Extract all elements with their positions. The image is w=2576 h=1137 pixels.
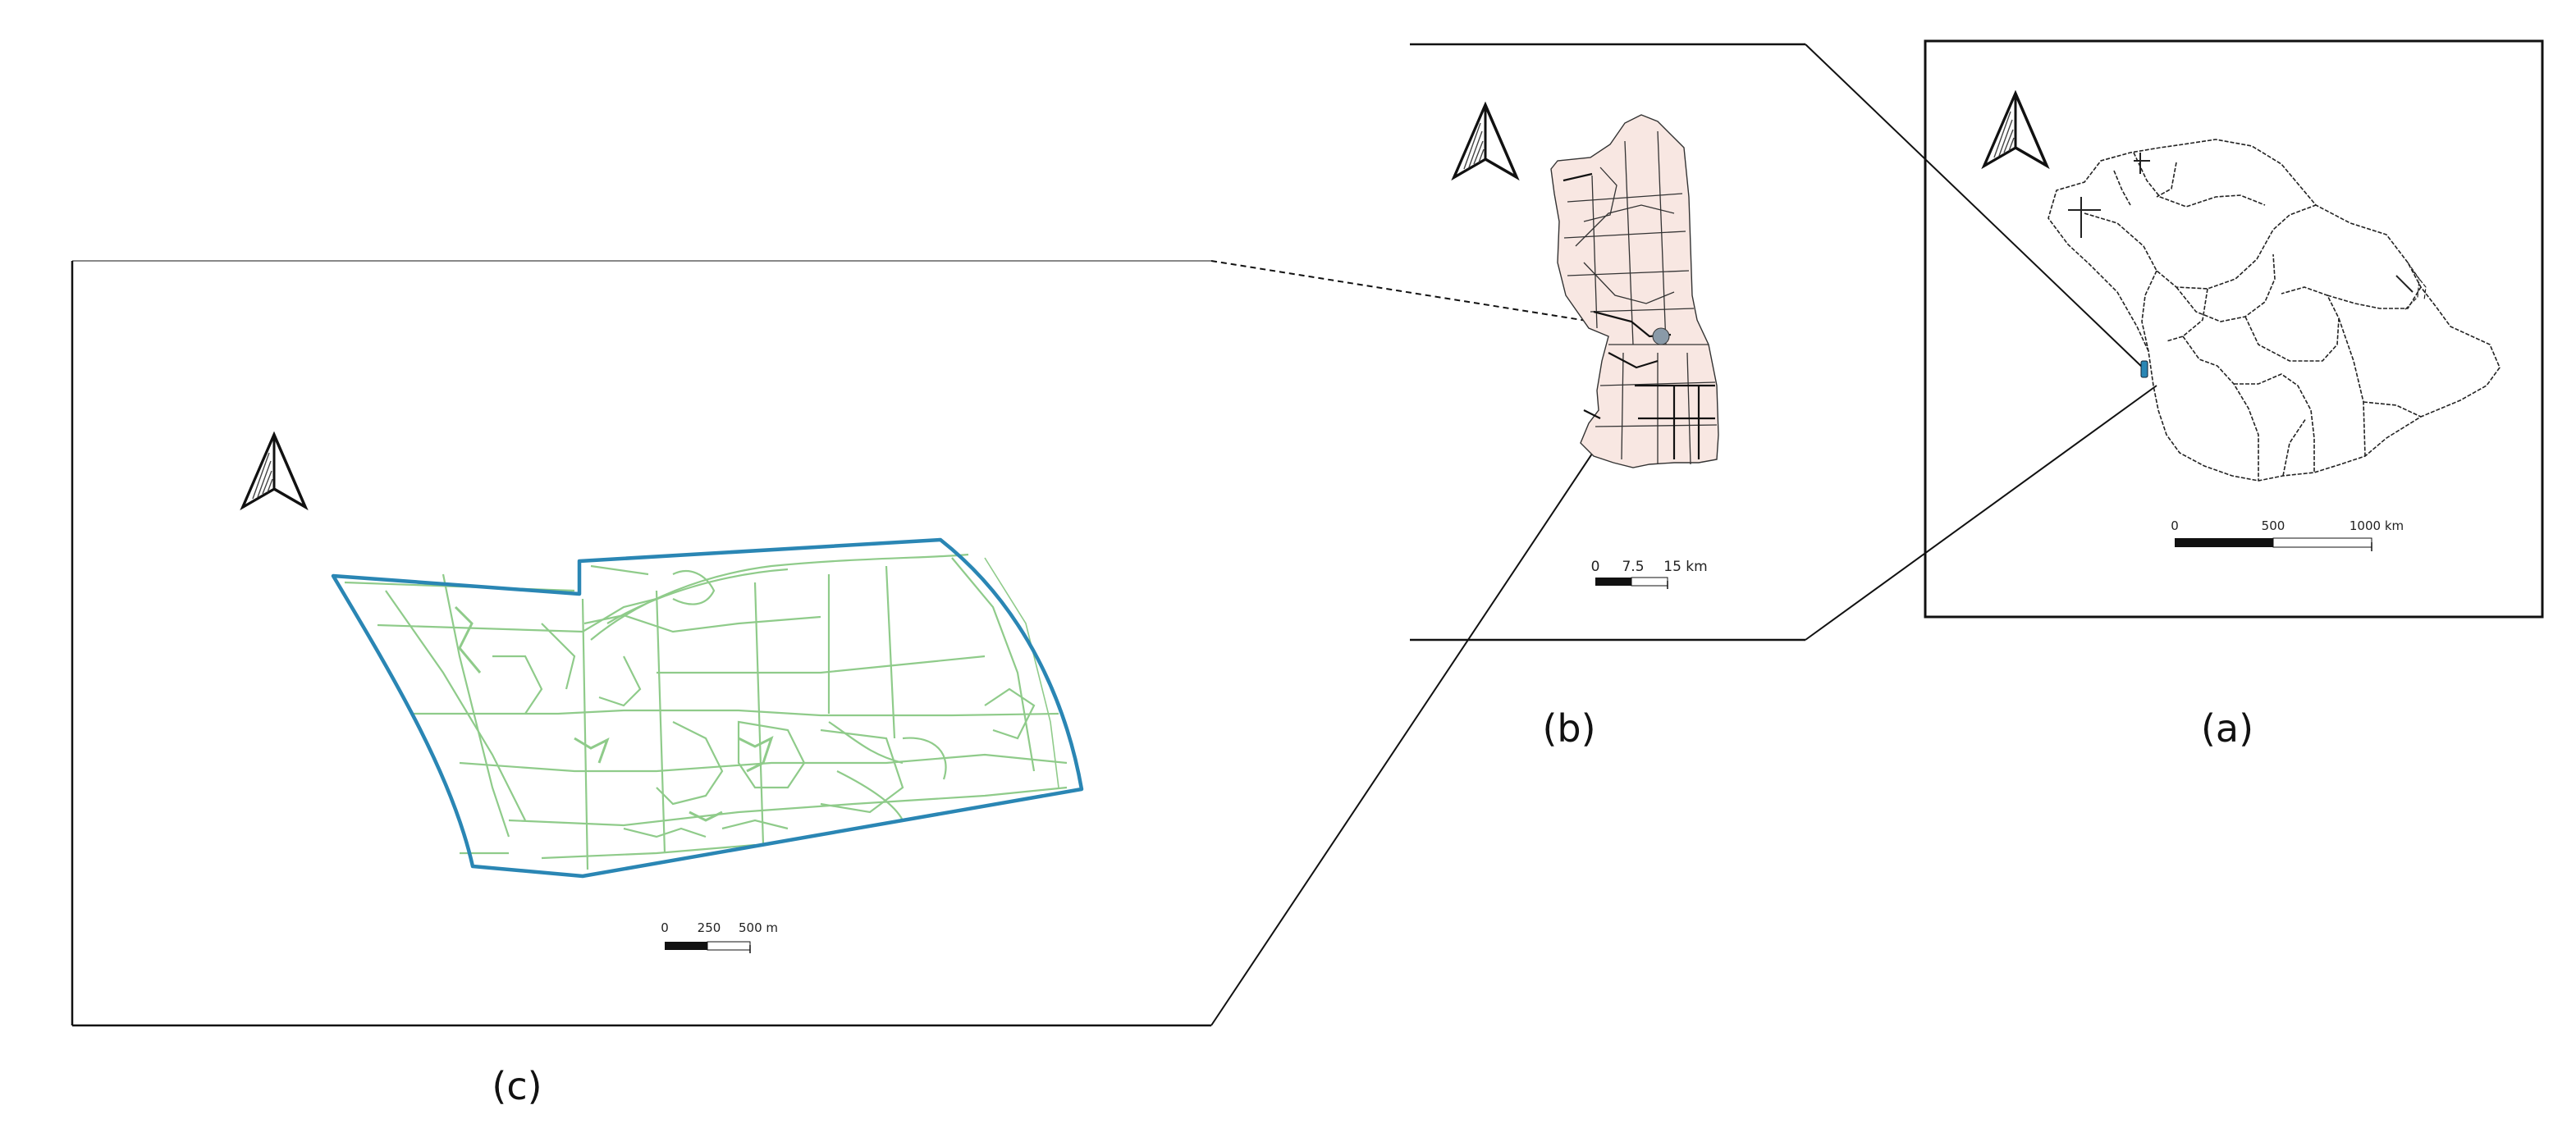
scale-bar-b: 0 7.5 15 km bbox=[1591, 559, 1708, 589]
panel-a-caption: (a) bbox=[2201, 706, 2253, 751]
panel-b-caption: (b) bbox=[1542, 706, 1595, 751]
scale-label: 0 bbox=[661, 920, 669, 935]
north-arrow-icon bbox=[1983, 92, 2048, 167]
scale-label: 500 bbox=[2262, 518, 2285, 533]
panel-a-frame bbox=[1924, 39, 2544, 619]
scale-label: 7.5 bbox=[1622, 559, 1644, 575]
scale-bar-c: 0 250 500 m bbox=[661, 920, 778, 953]
scale-label: 500 m bbox=[739, 920, 778, 935]
scale-label: 1000 km bbox=[2350, 518, 2404, 533]
country-map bbox=[2048, 139, 2501, 482]
panel-c-caption: (c) bbox=[492, 1064, 542, 1108]
study-location-marker bbox=[2140, 360, 2148, 378]
scale-label: 15 km bbox=[1663, 559, 1707, 575]
scale-label: 250 bbox=[698, 920, 721, 935]
panel-a: 0 500 1000 km (a) bbox=[1924, 39, 2544, 751]
dense-road-detail bbox=[2068, 153, 2414, 293]
scale-bar-a: 0 500 1000 km bbox=[2171, 518, 2404, 551]
connector-lines bbox=[1210, 43, 2157, 1026]
panel-c-frame bbox=[71, 260, 1211, 1027]
scale-label: 0 bbox=[1591, 559, 1600, 575]
city-map bbox=[1550, 114, 1719, 468]
panel-c: 0 250 500 m (c) bbox=[71, 260, 1211, 1108]
campus-dense-clusters bbox=[454, 605, 774, 822]
campus-road-network bbox=[344, 553, 1068, 870]
scale-label: 0 bbox=[2171, 518, 2179, 533]
study-area-boundary bbox=[331, 537, 1084, 879]
panel-b: 0 7.5 15 km (b) bbox=[1453, 103, 1719, 751]
north-arrow-icon bbox=[1453, 103, 1518, 179]
north-arrow-icon bbox=[241, 433, 307, 509]
study-area-highlight bbox=[1652, 327, 1670, 345]
